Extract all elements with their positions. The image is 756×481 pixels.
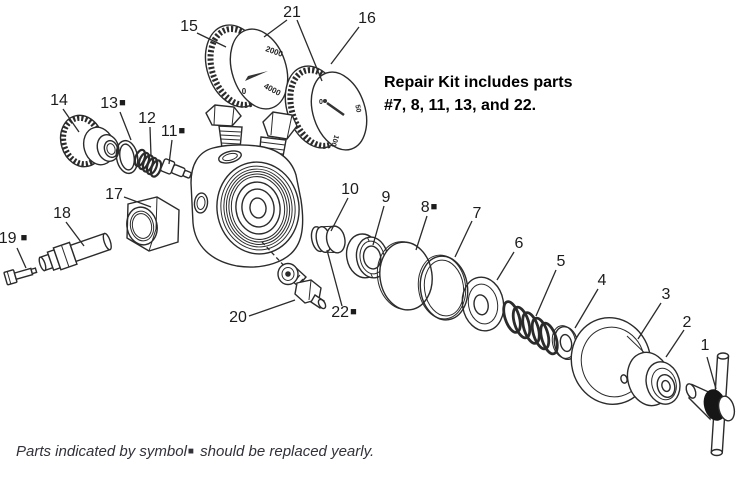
leader-line-4 <box>574 288 599 329</box>
part-7-diaphragm-ring <box>417 254 469 321</box>
regulator-body <box>190 144 304 268</box>
leader-line-18 <box>65 221 85 247</box>
leader-line-8 <box>415 215 428 251</box>
leader-line-1 <box>706 356 717 390</box>
gauge-15: 0 2000 4000 <box>204 24 289 110</box>
leader-line-22 <box>326 249 343 307</box>
gauge-15-stem <box>205 104 243 150</box>
part-label-21: 21 <box>283 4 301 21</box>
repair-kit-note: Repair Kit includes parts #7, 8, 11, 13,… <box>384 71 573 117</box>
leader-line-20 <box>248 299 296 317</box>
part-1-t-handle <box>685 352 736 457</box>
leader-line-12 <box>149 126 152 157</box>
replace-yearly-symbol-icon: ■ <box>187 446 194 457</box>
replace-yearly-symbol-icon: ■ <box>21 232 28 244</box>
leader-line-6 <box>496 251 515 281</box>
part-label-13: 13■ <box>100 95 125 112</box>
part-11-valve-stem <box>160 158 192 179</box>
replace-yearly-symbol-icon: ■ <box>350 306 357 318</box>
part-label-20: 20 <box>229 309 247 326</box>
part-10-seat-plug <box>310 225 346 254</box>
leader-line-17 <box>123 196 152 208</box>
leader-line-16 <box>330 26 360 65</box>
gauge-15-dial-face <box>229 28 289 110</box>
part-label-12: 12 <box>138 110 156 127</box>
leader-line-11 <box>168 139 173 165</box>
leader-line-21 <box>263 19 288 38</box>
leader-line-5 <box>535 269 557 317</box>
leader-line-2 <box>665 329 685 358</box>
gauge-16-dial-50: 50 <box>353 104 361 113</box>
body-side-hole <box>193 192 209 214</box>
part-label-3: 3 <box>662 286 671 303</box>
leader-line-21 <box>296 19 323 82</box>
part-6-diaphragm-plate <box>461 276 505 332</box>
bonnet-vent-hole <box>620 374 628 384</box>
footer-note-prefix: Parts indicated by symbol <box>16 443 187 460</box>
gauge-16-needle <box>326 101 345 117</box>
part-5-adjusting-spring <box>502 300 559 356</box>
leader-line-14 <box>62 108 80 133</box>
gauge-port <box>218 150 242 164</box>
part-label-19: 19■ <box>0 230 27 247</box>
part-14-knurled-cap <box>59 114 120 168</box>
part-label-22: 22■ <box>331 304 356 321</box>
part-3-bonnet <box>570 317 681 407</box>
part-label-14: 14 <box>50 92 68 109</box>
part-label-16: 16 <box>358 10 376 27</box>
gauge-16-needle-pivot <box>323 99 327 103</box>
part-2-bonnet-sleeve <box>645 361 681 405</box>
leader-line-13 <box>119 111 132 141</box>
part-18-inlet-nipple <box>38 232 112 272</box>
part-label-2: 2 <box>683 314 692 331</box>
part-label-17: 17 <box>105 186 123 203</box>
part-label-5: 5 <box>557 253 566 270</box>
part-20-outlet-fitting <box>277 262 327 310</box>
replace-yearly-symbol-icon: ■ <box>431 201 438 213</box>
part-label-7: 7 <box>473 205 482 222</box>
gauge-16-dial-0: 0 <box>319 99 323 106</box>
leader-line-3 <box>637 302 662 340</box>
footer-note: Parts indicated by symbol■ should be rep… <box>16 443 374 460</box>
leader-line-7 <box>454 220 473 258</box>
part-19-filter-screw <box>3 267 38 286</box>
repair-kit-note-line1: Repair Kit includes parts <box>384 74 573 91</box>
part-label-11: 11■ <box>161 123 185 140</box>
footer-note-suffix: should be replaced yearly. <box>195 443 375 460</box>
part-label-4: 4 <box>598 272 607 289</box>
part-label-10: 10 <box>341 181 359 198</box>
part-label-1: 1 <box>701 337 710 354</box>
part-label-15: 15 <box>180 18 198 35</box>
part-label-9: 9 <box>382 189 391 206</box>
gauge-15-needle <box>245 71 268 81</box>
replace-yearly-symbol-icon: ■ <box>119 97 126 109</box>
leader-line-19 <box>16 247 27 269</box>
part-label-8: 8■ <box>421 199 438 216</box>
part-label-6: 6 <box>515 235 524 252</box>
gauge-16-dial-100: 100 <box>329 134 339 147</box>
leader-line-9 <box>372 205 385 246</box>
repair-kit-note-line2: #7, 8, 11, 13, and 22. <box>384 97 537 114</box>
gauge-16: 0 50 100 <box>284 65 368 151</box>
fitting-orifice <box>285 271 291 277</box>
leader-line-15 <box>196 32 227 48</box>
part-17-hex-nut <box>126 196 180 252</box>
replace-yearly-symbol-icon: ■ <box>178 125 185 137</box>
leader-line-10 <box>330 197 349 232</box>
gauge-15-dial-0: 0 <box>242 87 247 96</box>
part-label-18: 18 <box>53 205 71 222</box>
body-front-threads <box>216 161 300 255</box>
